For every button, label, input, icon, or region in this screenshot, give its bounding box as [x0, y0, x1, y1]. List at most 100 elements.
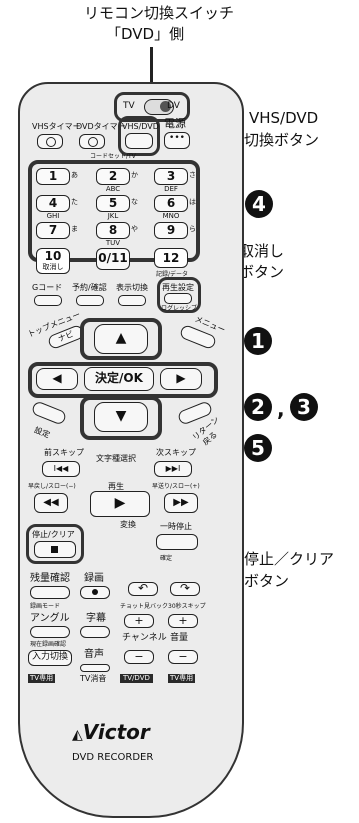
- yoyaku-button[interactable]: [76, 295, 104, 306]
- key-2-kana: か: [131, 171, 138, 179]
- callout-remote-switch: リモコン切換スイッチ: [84, 4, 235, 22]
- fast-forward-icon: ▶▶: [173, 497, 189, 508]
- jimaku-button[interactable]: [80, 626, 110, 638]
- pause-button[interactable]: [156, 534, 198, 550]
- prev-skip-button[interactable]: I◀◀: [42, 461, 80, 477]
- dpad-up-button[interactable]: ▲: [94, 324, 148, 354]
- badge-2: 2: [244, 393, 272, 421]
- switch-dv-label: DV: [167, 101, 180, 111]
- henkan-label: 変換: [120, 520, 136, 529]
- settei-button[interactable]: [30, 400, 68, 426]
- key-9[interactable]: 9: [154, 222, 188, 239]
- volume-down-button[interactable]: −: [168, 650, 198, 664]
- key-10-sub: 取消し: [42, 263, 64, 271]
- g-code-button[interactable]: [34, 295, 62, 306]
- tv-only-label: TV専用: [28, 674, 56, 683]
- key-2[interactable]: 2: [96, 168, 130, 185]
- record-icon: [92, 589, 98, 595]
- key-8-kana: や: [131, 225, 138, 233]
- skip-forward-icon: ▶▶I: [165, 464, 181, 473]
- next-skip-button[interactable]: ▶▶I: [154, 461, 192, 477]
- channel-down-button[interactable]: −: [124, 650, 154, 664]
- vhs-dvd-label: VHS/DVD: [122, 122, 159, 131]
- play-button[interactable]: ▶: [90, 491, 150, 517]
- callout-cancel: 取消し: [239, 242, 285, 260]
- dpad-right-button[interactable]: ▶: [160, 368, 202, 390]
- left-arrow-icon: ◀: [52, 371, 62, 385]
- progressive-label: ログレッシブ: [161, 305, 198, 312]
- channel-label: チャンネル: [122, 633, 167, 643]
- input-switch-button[interactable]: 入力切換: [28, 650, 72, 666]
- chotto-button[interactable]: ↶: [128, 582, 158, 596]
- vhs-timer-button[interactable]: [37, 134, 63, 149]
- channel-up-button[interactable]: +: [124, 614, 154, 628]
- key-1-kana: あ: [71, 171, 78, 179]
- remote-control-body: TV DV VHSタイマー DVDタイマー VHS/DVD 電源 ••• コード…: [18, 82, 244, 818]
- dpad-left-button[interactable]: ◀: [36, 368, 78, 390]
- key-4-kana: た: [71, 198, 78, 206]
- power-label: 電源: [164, 117, 186, 130]
- stop-highlight: [26, 524, 84, 564]
- remote-switch[interactable]: [144, 99, 174, 115]
- key-5[interactable]: 5: [96, 195, 130, 212]
- dpad-down-button[interactable]: ▼: [94, 402, 148, 432]
- skip30-button[interactable]: ↷: [170, 582, 200, 596]
- angle-button[interactable]: [30, 626, 70, 638]
- key-12[interactable]: 12: [154, 248, 188, 268]
- key-7[interactable]: 7: [36, 222, 70, 239]
- badge-4: 4: [245, 190, 273, 218]
- key-3-letters: DEF: [164, 185, 178, 193]
- key-12-sub: 記録/データ: [156, 271, 189, 278]
- chotto-label: チョット見バック: [120, 603, 169, 610]
- ok-label: 決定/OK: [95, 371, 143, 385]
- key-6[interactable]: 6: [154, 195, 188, 212]
- vhs-dvd-button[interactable]: [125, 133, 153, 149]
- key-8-letters: TUV: [105, 239, 121, 247]
- stop-button[interactable]: [34, 541, 76, 558]
- leader-line-switch: [150, 47, 153, 97]
- saisei-settei-label: 再生設定: [162, 283, 194, 292]
- brand-logo: ◭Victor: [72, 720, 150, 744]
- ok-button[interactable]: 決定/OK: [84, 367, 154, 391]
- dpad-down-highlight: [80, 396, 162, 440]
- up-arrow-icon: ▲: [115, 330, 127, 346]
- volume-up-button[interactable]: +: [168, 614, 198, 628]
- key-6-letters: MNO: [162, 212, 180, 220]
- play-setting-highlight: [157, 277, 201, 313]
- settei-label: 設定: [32, 425, 52, 440]
- play-setting-button[interactable]: [164, 293, 192, 304]
- brand-mark-icon: ◭: [72, 727, 83, 743]
- clock-icon: [88, 137, 98, 147]
- key-8[interactable]: 8: [96, 222, 130, 239]
- key-10-label: 10: [44, 249, 62, 263]
- hyoji-button[interactable]: [118, 295, 146, 306]
- callout-vhs-dvd-button: 切換ボタン: [244, 131, 320, 149]
- key-1[interactable]: 1: [36, 168, 70, 185]
- onsei-button[interactable]: [80, 664, 110, 672]
- rokuga-label: 録画: [84, 573, 104, 584]
- power-button[interactable]: •••: [164, 132, 190, 149]
- genzai-label: 現在録画確認: [30, 641, 67, 648]
- ff-button[interactable]: ▶▶: [164, 493, 198, 513]
- rew-button[interactable]: ◀◀: [34, 493, 68, 513]
- key-4[interactable]: 4: [36, 195, 70, 212]
- callout-cancel-button: ボタン: [239, 263, 285, 281]
- g-code-label: Gコード: [32, 283, 63, 292]
- pause-label: 一時停止: [160, 522, 192, 531]
- key-0-11[interactable]: 0/11: [96, 248, 130, 270]
- record-button[interactable]: [80, 586, 110, 599]
- zanryo-button[interactable]: [30, 586, 70, 599]
- brand-name: Victor: [82, 720, 150, 744]
- prev-skip-label: 前スキップ: [44, 448, 84, 457]
- key-3[interactable]: 3: [154, 168, 188, 185]
- switch-tv-label: TV: [123, 101, 135, 111]
- key-4-letters: GHI: [46, 212, 60, 220]
- vhs-timer-label: VHSタイマー: [32, 122, 81, 131]
- key-5-kana: な: [131, 198, 138, 206]
- dvd-timer-button[interactable]: [79, 134, 105, 149]
- minus-icon: −: [134, 650, 144, 663]
- subtitle-select-label: 文字種選択: [96, 454, 136, 463]
- badge-1: 1: [244, 327, 272, 355]
- minus-icon: −: [178, 650, 188, 663]
- key-10-cancel[interactable]: 10 取消し: [36, 248, 70, 274]
